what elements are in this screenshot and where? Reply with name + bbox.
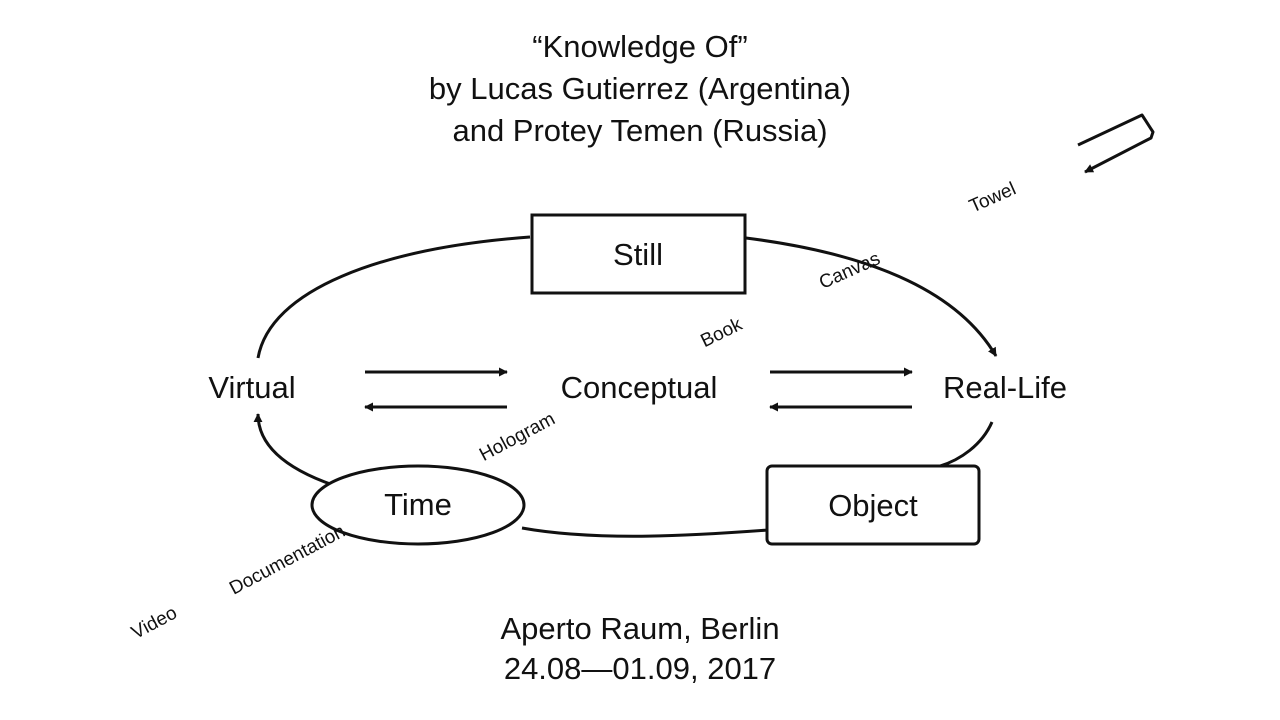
outer-loop-bottom-arc <box>521 526 769 538</box>
title-line-1: “Knowledge Of” <box>532 29 748 64</box>
outer-loop-left-arrow <box>253 413 334 487</box>
title-line-2: by Lucas Gutierrez (Argentina) <box>428 71 852 106</box>
label-documentation: Documentation <box>226 521 349 600</box>
footer-venue: Aperto Raum, Berlin <box>500 611 780 646</box>
label-towel: Towel <box>966 179 1019 218</box>
label-hologram: Hologram <box>476 409 559 466</box>
footer-dates: 24.08—01.09, 2017 <box>503 651 777 686</box>
outer-loop-top-left-arc <box>256 235 531 359</box>
node-object: Object <box>828 488 918 523</box>
title-line-3: and Protey Temen (Russia) <box>452 113 828 148</box>
time-ellipse <box>310 464 526 546</box>
node-time: Time <box>384 487 452 522</box>
still-box <box>530 213 747 295</box>
node-virtual: Virtual <box>208 370 295 405</box>
node-real-life: Real-Life <box>943 370 1067 405</box>
node-still: Still <box>613 237 663 272</box>
towel-icon <box>1077 113 1155 174</box>
outer-loop-bottom-right-arc <box>939 421 994 468</box>
label-book: Book <box>698 314 747 352</box>
outer-loop-top-right-arrow <box>745 236 998 357</box>
node-conceptual: Conceptual <box>561 370 718 405</box>
object-box <box>765 464 981 546</box>
label-canvas: Canvas <box>816 248 883 293</box>
